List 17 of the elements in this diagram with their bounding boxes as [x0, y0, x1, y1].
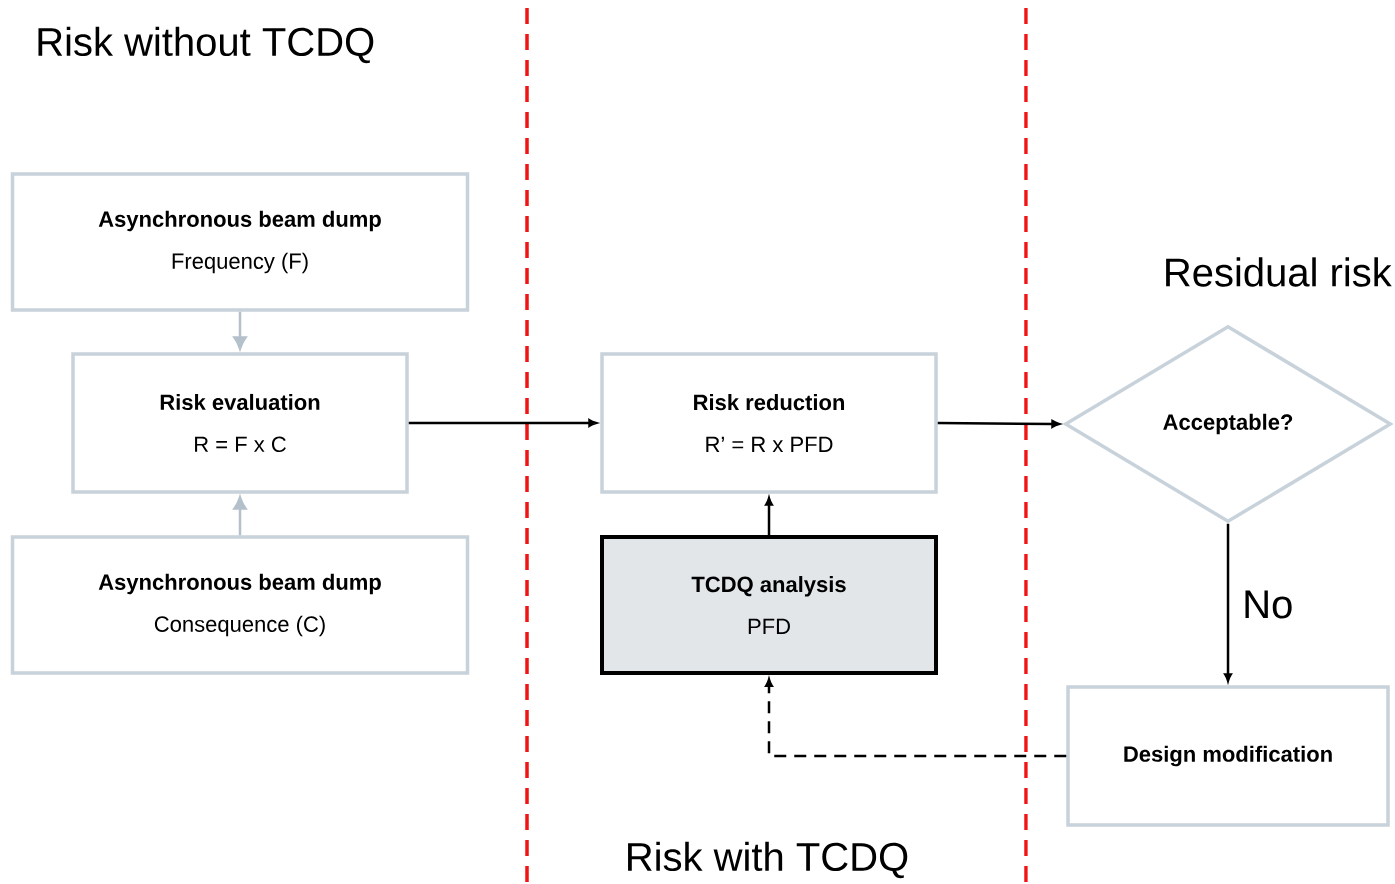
arrow: [765, 497, 773, 535]
process-box: TCDQ analysis PFD: [600, 535, 938, 675]
process-box: Asynchronous beam dump Consequence (C): [10, 535, 470, 675]
section-heading: Risk without TCDQ: [38, 26, 374, 64]
section-heading: Risk with TCDQ: [628, 841, 908, 879]
arrow: [408, 419, 597, 427]
arrow: [765, 678, 1067, 758]
process-box: Risk evaluation R = F x C: [71, 352, 409, 494]
process-box: Design modification: [1066, 685, 1390, 827]
process-box: Risk reduction R’ = R x PFD: [600, 352, 938, 494]
edge-label: No: [1240, 588, 1296, 621]
arrow: [233, 496, 247, 536]
section-heading: Residual risk: [1166, 257, 1392, 287]
arrow: [233, 311, 247, 350]
arrow: [937, 419, 1060, 428]
arrow: [1224, 523, 1232, 682]
process-box: Asynchronous beam dump Frequency (F): [10, 172, 470, 312]
